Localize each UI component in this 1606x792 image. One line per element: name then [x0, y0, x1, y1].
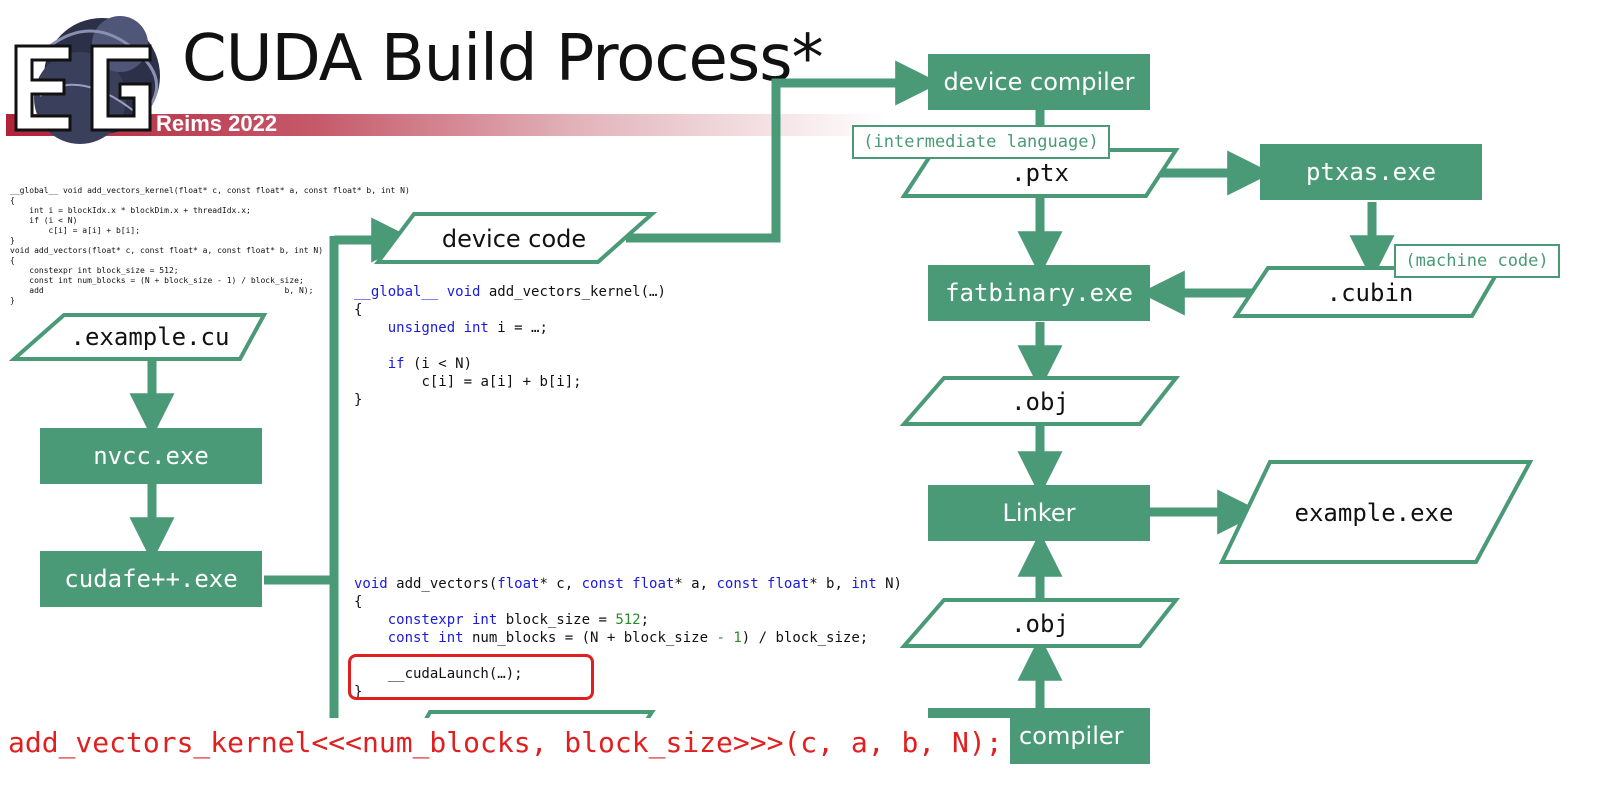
- cudafe-box: cudafe++.exe: [40, 551, 262, 607]
- source-line: {: [10, 196, 15, 205]
- obj-top-label: .obj: [1011, 388, 1069, 416]
- code-text: * c,: [539, 576, 582, 592]
- parallelogram-example-cu: [8, 313, 268, 361]
- host-code-listing: void add_vectors(float* c, const float* …: [354, 575, 902, 701]
- code-text: (i < N): [404, 356, 473, 372]
- source-line: {: [10, 256, 15, 265]
- obj-bottom-label: .obj: [1011, 610, 1069, 638]
- code-text: }: [354, 392, 363, 408]
- code-text: ) / block_size;: [741, 630, 869, 646]
- code-keyword: constexpr int: [387, 612, 498, 628]
- device-compiler-box: device compiler: [928, 54, 1150, 110]
- source-code-preview: __global__ void add_vectors_kernel(float…: [10, 186, 410, 306]
- code-number: 1: [733, 630, 742, 646]
- code-keyword: void: [354, 576, 388, 592]
- cubin-label: .cubin: [1326, 279, 1414, 307]
- source-line: int i = blockIdx.x * blockDim.x + thread…: [10, 206, 251, 215]
- code-text: {: [354, 594, 363, 610]
- code-keyword: int: [851, 576, 877, 592]
- source-line: const int num_blocks = (N + block_size -…: [10, 276, 304, 285]
- conference-label: Reims 2022: [156, 111, 278, 136]
- source-line: add b, N);: [10, 286, 314, 295]
- code-text: N): [876, 576, 902, 592]
- code-text: * a,: [674, 576, 717, 592]
- code-text: num_blocks = (N + block_size: [463, 630, 717, 646]
- code-keyword: const int: [387, 630, 464, 646]
- code-text: ;: [640, 612, 650, 628]
- ptx-label: .ptx: [1011, 159, 1069, 187]
- kernel-launch-line: add_vectors_kernel<<<num_blocks, block_s…: [8, 726, 1003, 759]
- code-text: i = …;: [488, 320, 548, 336]
- code-text: c[i] = a[i] + b[i];: [421, 374, 582, 390]
- code-text: {: [354, 302, 363, 318]
- source-line: }: [10, 236, 15, 245]
- source-line: if (i < N): [10, 216, 78, 225]
- cuda-launch-highlight: [348, 654, 594, 700]
- launch-line-background: [0, 718, 1010, 792]
- code-text: }: [354, 684, 363, 700]
- parallelogram-example-exe: [1218, 460, 1534, 564]
- source-line: void add_vectors(float* c, const float* …: [10, 246, 324, 255]
- conference-banner: [6, 114, 886, 136]
- parallelogram-obj-top: [899, 376, 1181, 426]
- code-text: __cudaLaunch(…);: [387, 666, 523, 682]
- device-code-label: device code: [441, 225, 587, 253]
- parallelogram-device-code: [374, 212, 658, 264]
- machine-code-note: (machine code): [1394, 244, 1560, 278]
- code-keyword: void: [446, 284, 481, 300]
- example-exe-label: example.exe: [1294, 499, 1454, 527]
- intermediate-language-note: (intermediate language): [852, 125, 1110, 159]
- nvcc-box: nvcc.exe: [40, 428, 262, 484]
- code-keyword: const float: [716, 576, 810, 592]
- code-operator: -: [716, 630, 725, 646]
- page-title: CUDA Build Process*: [182, 22, 824, 96]
- code-keyword: float: [497, 576, 540, 592]
- device-code-listing: __global__ void add_vectors_kernel(…) { u…: [354, 283, 666, 409]
- code-text: add_vectors(: [387, 576, 498, 592]
- code-text: add_vectors_kernel(…): [480, 284, 666, 300]
- code-keyword: __global__: [354, 284, 439, 300]
- source-line: c[i] = a[i] + b[i];: [10, 226, 141, 235]
- fatbinary-box: fatbinary.exe: [928, 265, 1150, 321]
- code-keyword: unsigned int: [387, 320, 489, 336]
- code-keyword: const float: [581, 576, 675, 592]
- source-line: constexpr int block_size = 512;: [10, 266, 179, 275]
- example-cu-label: .example.cu: [70, 323, 230, 351]
- linker-box: Linker: [928, 485, 1150, 541]
- source-line: }: [10, 296, 15, 305]
- eurographics-logo: [14, 16, 160, 144]
- arrow-device-code-to-compiler: [626, 60, 941, 243]
- source-line: __global__ void add_vectors_kernel(float…: [10, 186, 410, 195]
- ptxas-box: ptxas.exe: [1260, 144, 1482, 200]
- code-number: 512: [615, 612, 641, 628]
- parallelogram-obj-bottom: [899, 598, 1181, 648]
- code-text: block_size =: [497, 612, 616, 628]
- code-text: * b,: [809, 576, 852, 592]
- code-keyword: if: [387, 356, 405, 372]
